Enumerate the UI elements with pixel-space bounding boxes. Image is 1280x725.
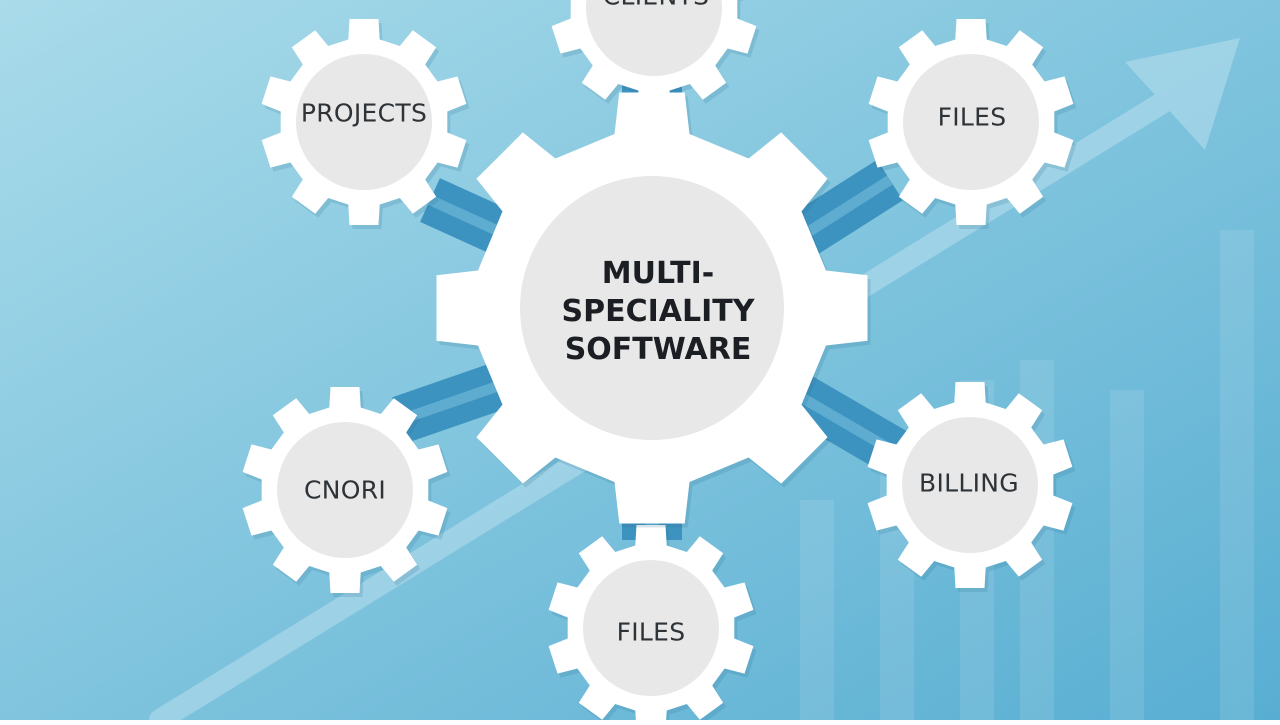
gear-files-top-hub (903, 54, 1039, 190)
gear-label-billing: BILLING (919, 468, 1019, 498)
gear-projects-hub (296, 54, 432, 190)
gear-center-hub (520, 176, 784, 440)
gear-billing-hub (902, 417, 1038, 553)
gear-label-clients: CLIENTS (603, 0, 710, 11)
center-label-line-2: SPECIALITY (561, 294, 755, 329)
gear-billing (867, 382, 1076, 592)
gear-label-cnori: CNORI (303, 475, 387, 505)
gear-cnori (242, 387, 451, 597)
gear-files-bottom-hub (583, 560, 719, 696)
gear-clients-hub (586, 0, 722, 76)
gear-clients (551, 0, 760, 115)
gear-center (436, 92, 871, 528)
gears (242, 0, 1077, 725)
center-gear-label: MULTI- SPECIALITY SOFTWARE (538, 255, 778, 369)
gear-cnori-hub (277, 422, 413, 558)
gear-projects (261, 19, 470, 229)
gear-label-files-top: FILES (937, 102, 1007, 132)
gear-label-files-bottom: FILES (616, 617, 686, 647)
gear-files-bottom (548, 525, 757, 725)
center-label-line-1: MULTI- (601, 256, 715, 291)
center-label-line-3: SOFTWARE (564, 332, 752, 367)
gear-label-projects: PROJECTS (300, 98, 428, 128)
gear-files-top (868, 19, 1077, 229)
